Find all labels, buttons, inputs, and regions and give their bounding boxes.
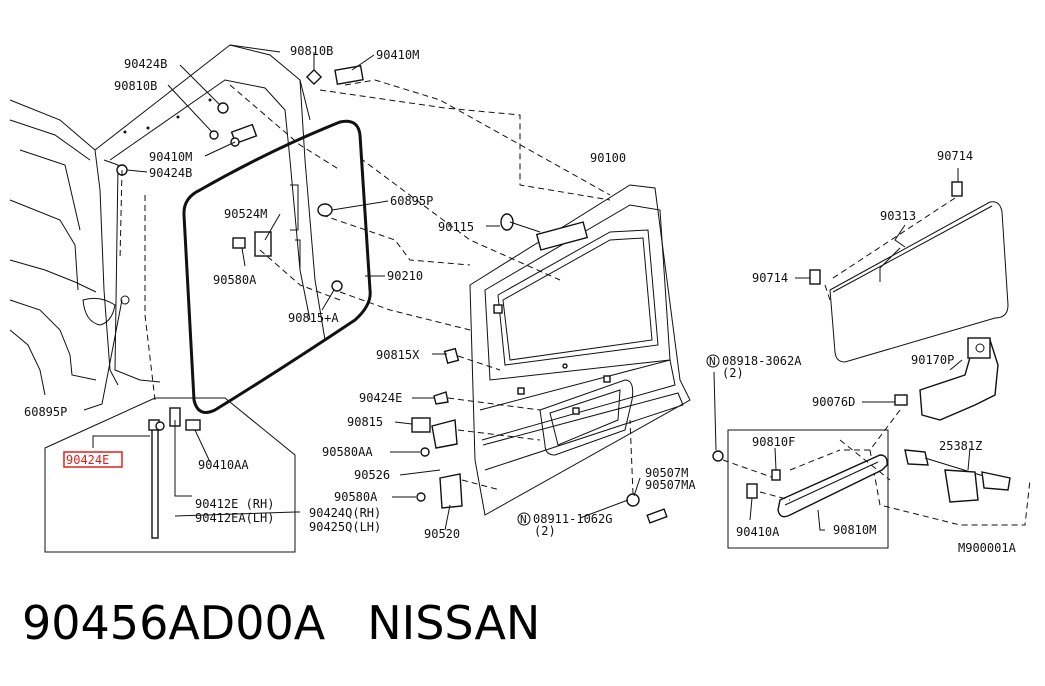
label-90524M: 90524M [224, 207, 267, 221]
label-90714-top: 90714 [937, 149, 973, 163]
label-90810M: 90810M [833, 523, 876, 537]
label-60895P-right: 60895P [390, 194, 433, 208]
label-08918-qty: (2) [722, 366, 744, 380]
label-90815: 90815 [347, 415, 383, 429]
label-90815X: 90815X [376, 348, 420, 362]
label-08911-qty: (2) [534, 524, 556, 538]
label-60895P-left: 60895P [24, 405, 67, 419]
label-90410M-left: 90410M [149, 150, 192, 164]
label-90520: 90520 [424, 527, 460, 541]
label-90424Q: 90424Q(RH) [309, 506, 381, 520]
label-90210: 90210 [387, 269, 423, 283]
label-90424E-highlighted: 90424E [66, 453, 109, 467]
label-90170P: 90170P [911, 353, 954, 367]
label-90580A-left: 90580A [213, 273, 257, 287]
label-90507MA: 90507MA [645, 478, 696, 492]
label-90313: 90313 [880, 209, 916, 223]
caption-part-number: 90456AD00A [22, 596, 326, 650]
weatherstrip-seal [182, 119, 372, 414]
hinge-parts [390, 213, 668, 531]
label-90412EA: 90412EA(LH) [195, 511, 274, 525]
label-90410M-top: 90410M [376, 48, 419, 62]
label-90580AA: 90580AA [322, 445, 373, 459]
label-90424E: 90424E [359, 391, 402, 405]
label-90410A: 90410A [736, 525, 780, 539]
label-M900001A: M900001A [958, 541, 1017, 555]
n-mark-08911: N [517, 512, 531, 526]
svg-text:N: N [709, 355, 716, 368]
back-door-panel [469, 184, 691, 516]
gas-strut-box [44, 397, 300, 553]
caption-brand: NISSAN [367, 596, 541, 650]
part-caption: 90456AD00A NISSAN [22, 596, 540, 650]
label-90507M: 90507M [645, 466, 688, 480]
fastener-clips-left [116, 65, 364, 292]
callout-labels: 90424B 90810B 90810B 90410M 90410M 90424… [24, 44, 1017, 555]
n-mark-08918: N [706, 354, 720, 368]
label-90076D: 90076D [812, 395, 855, 409]
label-90412E: 90412E (RH) [195, 497, 274, 511]
label-08918: 08918-3062A [722, 354, 802, 368]
leader-lines-left [83, 52, 611, 411]
label-90425Q: 90425Q(LH) [309, 520, 381, 534]
label-90115: 90115 [438, 220, 474, 234]
label-90810F: 90810F [752, 435, 795, 449]
label-90424B-top: 90424B [124, 57, 167, 71]
glass-and-right-parts [712, 168, 1031, 526]
svg-text:N: N [520, 513, 527, 526]
vehicle-body-outline [9, 44, 326, 396]
label-90100: 90100 [590, 151, 626, 165]
label-90815A: 90815+A [288, 311, 339, 325]
stop-lamp-box [727, 429, 891, 549]
label-90410AA: 90410AA [198, 458, 249, 472]
label-90714-left: 90714 [752, 271, 788, 285]
label-90580A-mid: 90580A [334, 490, 378, 504]
label-90810B-left: 90810B [114, 79, 157, 93]
highlighted-part-frame [63, 451, 123, 468]
label-08911: 08911-1062G [533, 512, 612, 526]
label-90810B-top: 90810B [290, 44, 333, 58]
label-90424B-left: 90424B [149, 166, 192, 180]
label-90526: 90526 [354, 468, 390, 482]
label-25381Z: 25381Z [939, 439, 982, 453]
